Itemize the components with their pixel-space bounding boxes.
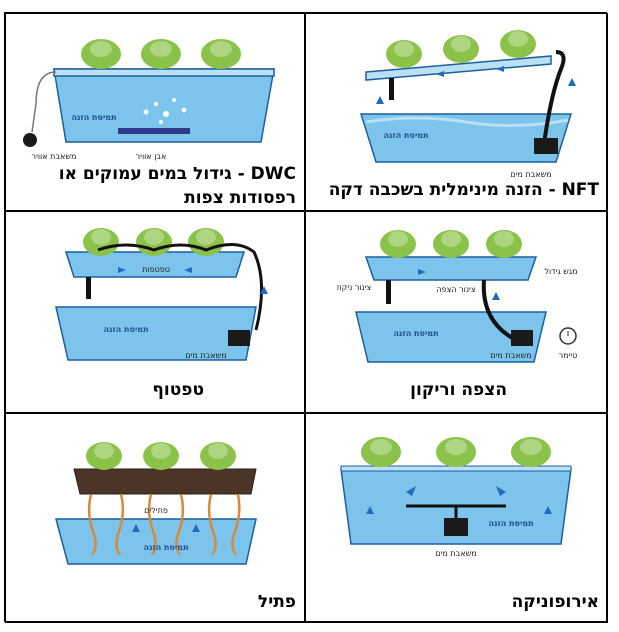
wick-diagram: תמיסת הזנה פתילים — [55, 442, 257, 565]
pump — [444, 518, 468, 536]
plant — [511, 437, 551, 467]
bubble — [172, 98, 176, 102]
wick — [87, 493, 97, 555]
pump-label: משאבת מים — [435, 549, 476, 558]
wicks-label: פתילים — [144, 506, 168, 515]
grow-tray-label: מגש גידול — [544, 267, 577, 276]
pump — [534, 138, 558, 154]
plant — [380, 230, 416, 258]
wick — [147, 493, 157, 555]
raft — [53, 68, 275, 77]
plant — [86, 442, 122, 470]
pump — [228, 330, 250, 346]
flow-arrow — [184, 267, 192, 273]
nft-diagram: תמיסת הזנה משאבת מים — [359, 30, 576, 179]
flow-arrow — [492, 292, 500, 300]
cell-dwc: תמיסת הזנה משאבת אוויר אבן אוויר DWC - ג… — [5, 13, 305, 211]
spray-arrow — [496, 486, 506, 496]
caption-ebb-flow: הצפה וריקון — [410, 380, 507, 400]
plant — [486, 230, 522, 258]
grow-tray — [364, 256, 538, 281]
aeroponics-diagram: תמיסת הזנה משאבת מים — [340, 437, 572, 558]
hydroponics-table: תמיסת הזנה משאבת מים NFT - הזנה מינימלית… — [4, 12, 608, 623]
grow-tray — [64, 251, 246, 278]
plant — [500, 30, 536, 58]
wick — [175, 493, 185, 555]
tank-label: תמיסת הזנה — [393, 329, 438, 338]
air-stone-label: אבן אוויר — [136, 152, 167, 161]
pump — [511, 330, 533, 346]
pump-label: משאבת מים — [510, 170, 551, 179]
plant — [141, 39, 181, 69]
bubble — [163, 111, 169, 117]
plant — [433, 230, 469, 258]
bubble — [181, 107, 187, 113]
nft-channel — [365, 55, 552, 81]
flood-pipe-label: צינור הצפה — [436, 285, 475, 294]
plant — [143, 442, 179, 470]
plant — [200, 442, 236, 470]
plant — [136, 228, 172, 256]
wick — [231, 493, 241, 555]
flow-arrow — [260, 286, 268, 294]
soil-tray — [73, 468, 257, 495]
tank-label: תמיסת הזנה — [488, 519, 533, 528]
flow-arrow — [376, 96, 384, 104]
caption-wick: פתיל — [257, 592, 296, 612]
air-stone — [118, 128, 190, 134]
drippers-label: טפטפות — [142, 265, 170, 274]
timer-label: טיימר — [559, 351, 578, 360]
spray-arrow — [406, 486, 416, 496]
cell-drip: תמיסת הזנה טפטפות משאבת מים טפטוף — [5, 211, 305, 413]
plant — [201, 39, 241, 69]
tank-label: תמיסת הזנה — [383, 131, 428, 140]
plant — [83, 228, 119, 256]
air-pump — [23, 133, 37, 147]
caption-aeroponics: אירופוניקה — [511, 592, 599, 612]
tank-label: תמיסת הזנה — [143, 543, 188, 552]
bubble — [154, 102, 158, 106]
drain-pipe-label: צינור ניקוז — [337, 283, 372, 292]
tank-label: תמיסת הזנה — [71, 113, 116, 122]
cell-ebb-flow: תמיסת הזנה מגש גידול צינור ניקוז צינור ה… — [305, 211, 608, 413]
caption-dwc-line1: DWC - גידול במים עמוקים או — [58, 164, 296, 184]
flow-arrow — [118, 267, 126, 273]
drip-line — [97, 243, 263, 331]
plant — [81, 39, 121, 69]
caption-drip: טפטוף — [152, 380, 204, 400]
cell-nft: תמיסת הזנה משאבת מים NFT - הזנה מינימלית… — [305, 13, 608, 211]
flow-arrow — [132, 524, 140, 532]
plant — [386, 40, 422, 68]
cell-wick: תמיסת הזנה פתילים פתיל — [5, 413, 305, 623]
cell-aeroponics: תמיסת הזנה משאבת מים אירופוניקה — [305, 413, 608, 623]
air-pump-label: משאבת אוויר — [32, 152, 77, 161]
ebb-flow-diagram: תמיסת הזנה מגש גידול צינור ניקוז צינור ה… — [337, 230, 578, 363]
plant — [443, 35, 479, 63]
wick — [207, 493, 217, 555]
flow-arrow — [544, 506, 552, 514]
plant — [361, 437, 401, 467]
pump-label: משאבת מים — [490, 351, 531, 360]
flow-arrow — [568, 78, 576, 86]
flow-arrow — [418, 269, 426, 275]
tank-label: תמיסת הזנה — [103, 325, 148, 334]
tank — [55, 306, 257, 361]
wick — [115, 493, 125, 555]
flow-arrow — [436, 71, 444, 77]
pump-label: משאבת מים — [185, 351, 226, 360]
caption-dwc-line2: רפסודות צפות — [184, 188, 296, 208]
flow-arrow — [366, 506, 374, 514]
flow-arrow — [192, 524, 200, 532]
caption-nft: NFT - הזנה מינימלית בשכבה דקה — [328, 180, 599, 200]
plant — [188, 228, 224, 256]
drip-diagram: תמיסת הזנה טפטפות משאבת מים — [55, 228, 268, 361]
bubble — [143, 109, 149, 115]
dwc-diagram: תמיסת הזנה משאבת אוויר אבן אוויר — [23, 39, 275, 161]
plant — [436, 437, 476, 467]
flow-arrow — [496, 66, 504, 72]
bubble — [159, 120, 163, 124]
